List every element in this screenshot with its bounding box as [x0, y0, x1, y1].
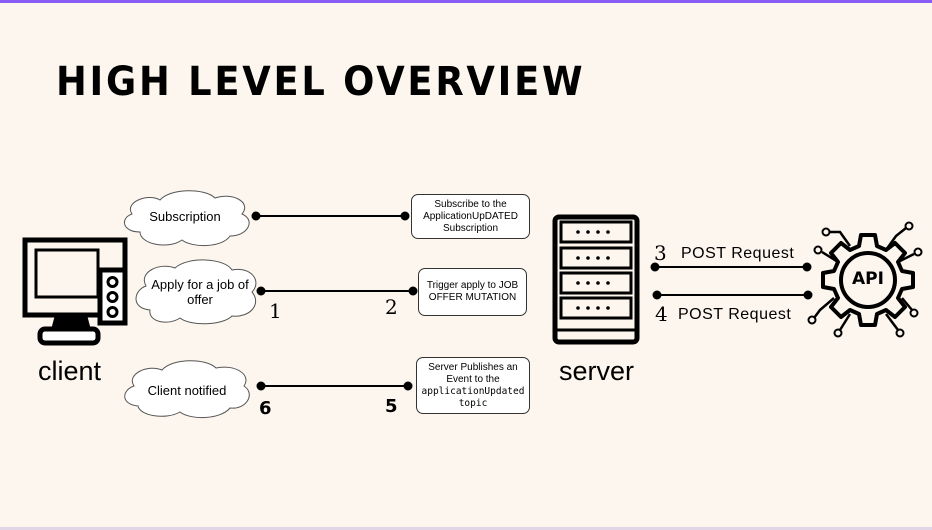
- cloud-client-notified: Client notified: [147, 382, 227, 398]
- step-6: 6: [259, 398, 272, 419]
- box-trigger-mutation: Trigger apply to JOB OFFER MUTATION: [418, 268, 527, 316]
- box-subscribe: Subscribe to the ApplicationUpDATED Subs…: [411, 194, 530, 239]
- server-label: server: [559, 356, 635, 386]
- cloud-shape-notified: [124, 360, 250, 418]
- connector-apply: [256, 286, 418, 296]
- connector-subscription: [251, 211, 410, 221]
- client-label: client: [38, 356, 102, 386]
- box-server-publishes-text: Server Publishes an Event to the: [428, 361, 518, 385]
- cloud-subscription: Subscription: [149, 208, 221, 224]
- computer-icon: [22, 237, 128, 346]
- top-accent-bar: [0, 0, 932, 3]
- connector-post-request-4: [652, 290, 813, 300]
- step-5: 5: [385, 396, 398, 417]
- step-4: 4: [655, 302, 668, 326]
- connector-notified: [256, 381, 413, 391]
- box-server-publishes: Server Publishes an Event to the applica…: [416, 357, 530, 414]
- box-server-publishes-topic: applicationUpdated topic: [421, 385, 525, 409]
- post-request-label-3: POST Request: [681, 245, 795, 262]
- api-gear-icon: [807, 221, 923, 338]
- post-request-label-4: POST Request: [678, 306, 792, 323]
- step-3: 3: [654, 241, 667, 265]
- cloud-shape-apply: [135, 259, 257, 325]
- server-rack-icon: [552, 214, 640, 345]
- cloud-shape-subscription: [124, 190, 250, 246]
- connector-post-request-3: [650, 262, 812, 272]
- api-label: API: [852, 269, 884, 289]
- bottom-divider: [0, 527, 932, 530]
- cloud-apply-job-offer: Apply for a job of offer: [151, 277, 249, 307]
- page-title: HIGH LEVEL OVERVIEW: [56, 59, 586, 105]
- step-2: 2: [385, 295, 398, 319]
- step-1: 1: [269, 299, 282, 323]
